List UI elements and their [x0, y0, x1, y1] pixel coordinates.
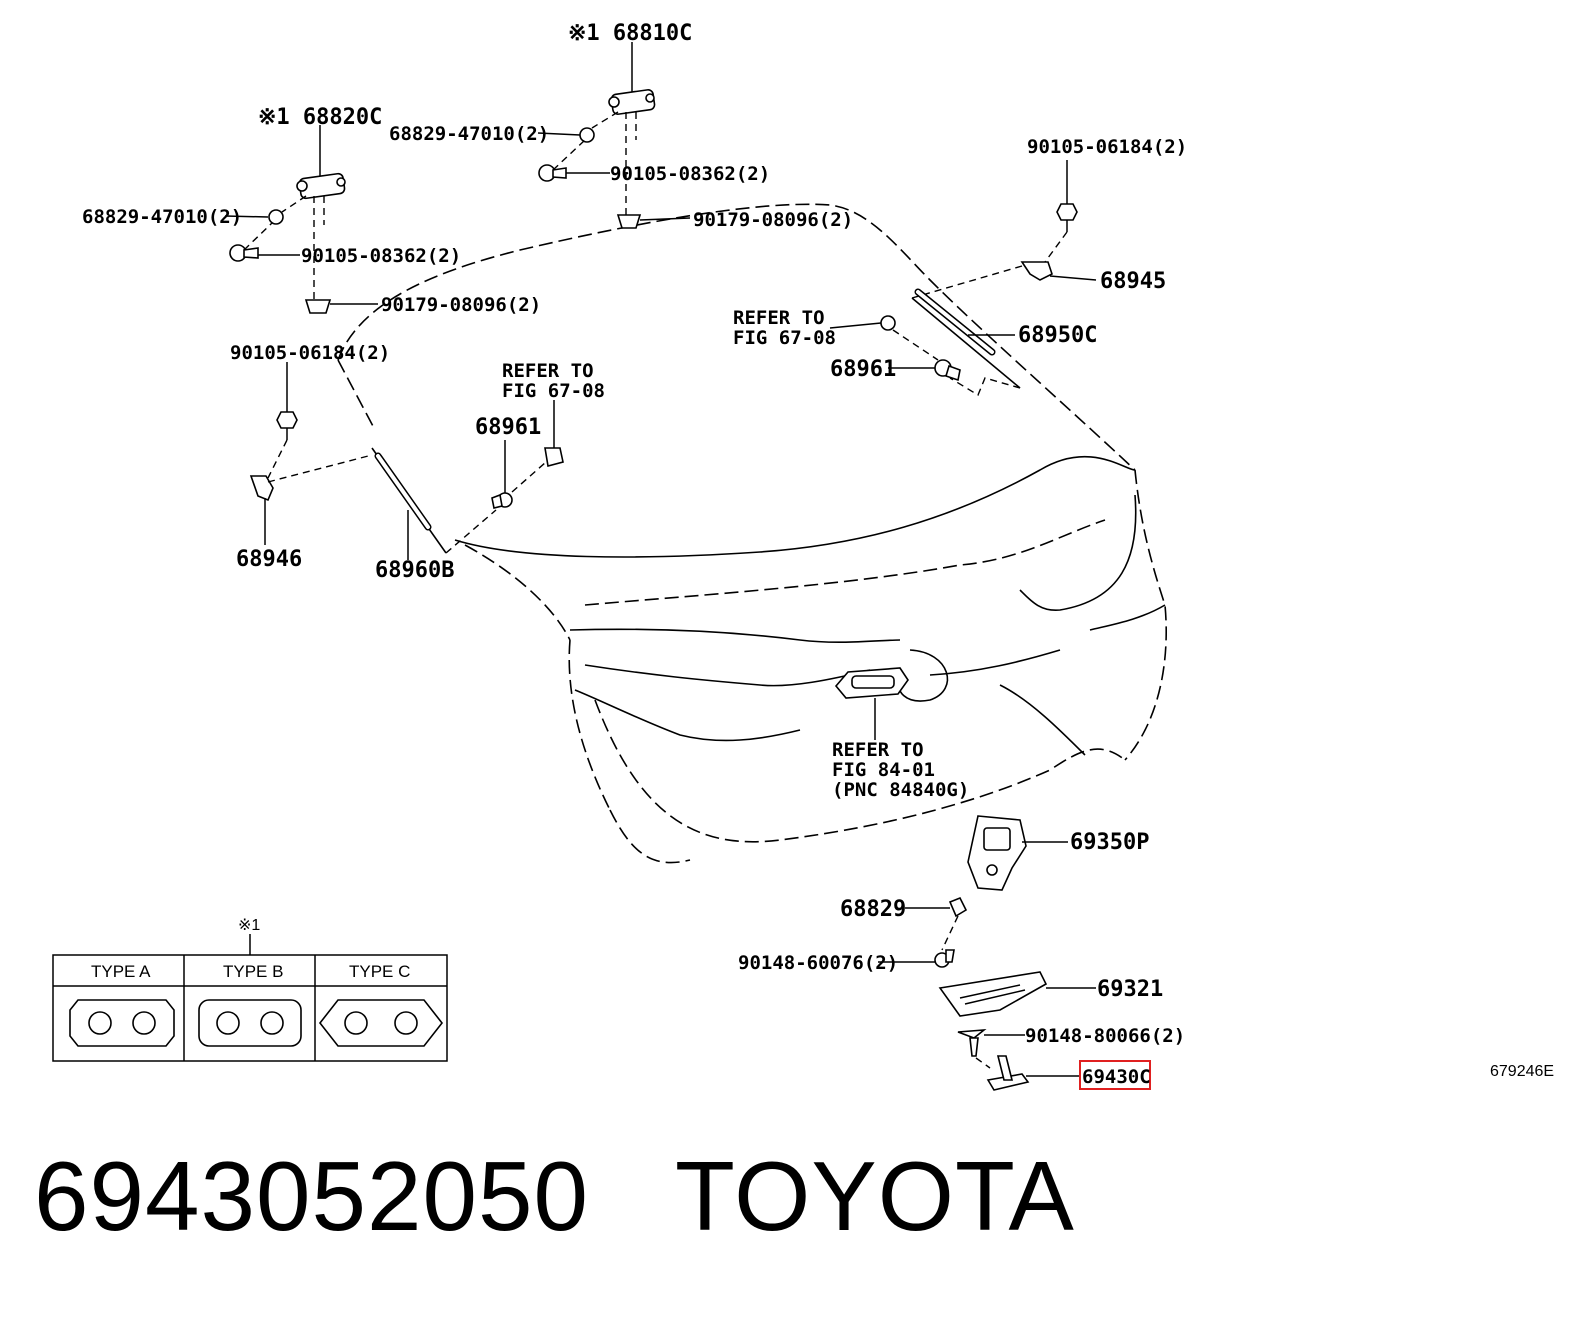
label-68950c: 68950C [1018, 323, 1097, 348]
legend-type-a: TYPE A [91, 962, 151, 981]
label-68945: 68945 [1100, 269, 1166, 294]
label-68829: 68829 [840, 897, 906, 922]
lock-69350p-icon [967, 815, 1027, 891]
part-number: 6943052050 [34, 1141, 590, 1251]
label-68829-47010-top: 68829-47010(2) [389, 123, 549, 145]
label-90148-80066: 90148-80066(2) [1025, 1025, 1185, 1047]
label-68829-47010-left: 68829-47010(2) [82, 206, 242, 228]
bolt-90148-60076-icon [934, 949, 955, 968]
label-68810c: ※1 68810C [568, 21, 692, 46]
label-refer-67-08-right-line1: REFER TO [733, 307, 825, 329]
highlight-box [1079, 1060, 1151, 1090]
type-c-shape-icon [318, 999, 444, 1047]
back-door-outline [337, 203, 1167, 864]
nut-68829-left-icon [268, 209, 284, 225]
label-90105-06184-left: 90105-06184(2) [230, 342, 390, 364]
strut-68960b-icon [371, 447, 447, 554]
label-refer-67-08-left-line2: FIG 67-08 [502, 380, 605, 402]
legend-type-c: TYPE C [349, 962, 410, 981]
label-68961-left: 68961 [475, 415, 541, 440]
bracket-68945-icon [1020, 261, 1053, 281]
label-refer-84-01-line1: REFER TO [832, 739, 924, 761]
ball-stud-68961-right-icon [934, 359, 961, 382]
label-90148-60076: 90148-60076(2) [738, 952, 898, 974]
bolt-90105-06184-left-icon [276, 411, 298, 440]
sensor-68820c-icon [296, 172, 346, 200]
label-90179-08096-top: 90179-08096(2) [693, 209, 853, 231]
handle-84840g-icon [834, 667, 909, 699]
bolt-90105-08362-left-icon [229, 244, 259, 262]
label-refer-67-08-left-line1: REFER TO [502, 360, 594, 382]
type-legend-table [52, 934, 448, 1062]
type-a-shape-icon [69, 999, 175, 1047]
label-90179-08096-left: 90179-08096(2) [381, 294, 541, 316]
nut-68829-top-icon [579, 127, 595, 143]
bolt-90105-06184-right-icon [1056, 203, 1078, 232]
screw-90148-80066-icon [957, 1029, 987, 1057]
nut-68829-icon [948, 896, 968, 918]
striker-69430c-icon [986, 1055, 1030, 1091]
label-69350p: 69350P [1070, 830, 1149, 855]
label-68946: 68946 [236, 547, 302, 572]
cover-69321-icon [938, 971, 1048, 1017]
cap-67-08-right-icon [880, 315, 896, 331]
label-refer-84-01-line3: (PNC 84840G) [832, 779, 969, 801]
page-title: 6943052050 TOYOTA [34, 1140, 1075, 1253]
legend-type-b: TYPE B [223, 962, 283, 981]
label-69321: 69321 [1097, 977, 1163, 1002]
label-68960b: 68960B [375, 558, 454, 583]
label-refer-84-01-line2: FIG 84-01 [832, 759, 935, 781]
ball-stud-68961-left-icon [491, 492, 513, 509]
strut-68950c-icon [911, 288, 1021, 389]
type-b-shape-icon [198, 999, 302, 1047]
bracket-68946-icon [249, 475, 274, 502]
label-69430c: 69430C [1082, 1066, 1151, 1088]
brand-name: TOYOTA [675, 1141, 1075, 1251]
figure-number: 679246E [1490, 1063, 1554, 1080]
clip-90179-top-icon [616, 214, 642, 229]
sensor-68810c-icon [608, 89, 656, 115]
legend-mark: ※1 [238, 917, 260, 934]
label-68961-right: 68961 [830, 357, 896, 382]
bolt-90105-08362-top-icon [538, 164, 567, 182]
clip-90179-left-icon [304, 299, 332, 314]
label-90105-06184-right: 90105-06184(2) [1027, 136, 1187, 158]
label-90105-08362-top: 90105-08362(2) [610, 163, 770, 185]
label-68820c: ※1 68820C [258, 105, 382, 130]
cap-67-08-left-icon [544, 447, 564, 467]
label-90105-08362-left: 90105-08362(2) [301, 245, 461, 267]
label-refer-67-08-right-line2: FIG 67-08 [733, 327, 836, 349]
